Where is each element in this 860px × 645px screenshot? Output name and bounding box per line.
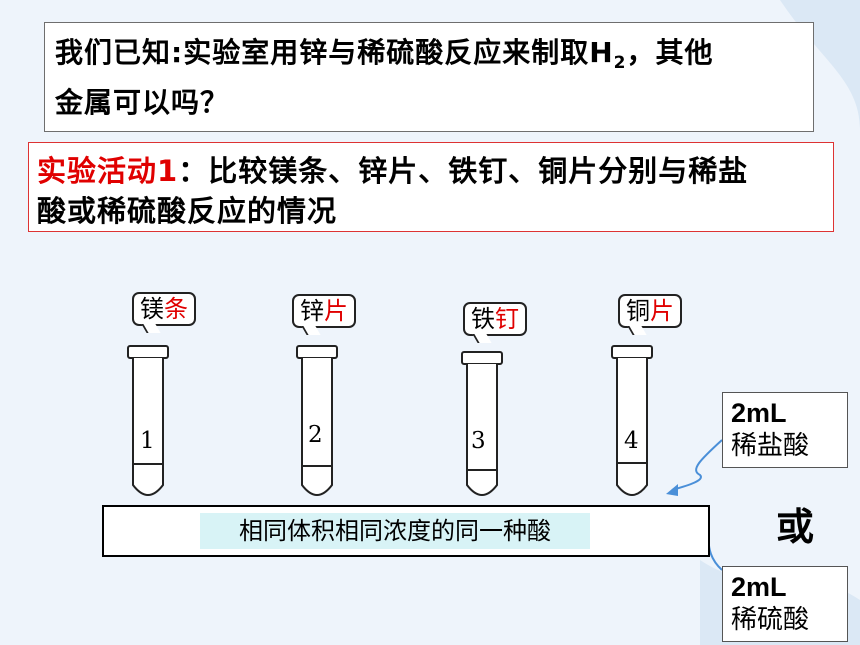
label-iron: 铁钉 (463, 302, 527, 336)
arrow-hcl-head (666, 484, 678, 496)
tube-number-4: 4 (624, 428, 639, 454)
test-tube-1 (127, 345, 169, 496)
label-copper: 铜片 (618, 294, 682, 328)
test-tube-4 (611, 345, 653, 496)
activity-box: 实验活动1：比较镁条、锌片、铁钉、铜片分别与稀盐 酸或稀硫酸反应的情况 (28, 142, 834, 232)
arrow-hcl (671, 439, 723, 491)
h2so4-box: 2mL 稀硫酸 (722, 566, 848, 642)
tube-number-3: 3 (471, 428, 486, 454)
tube-number-2: 2 (308, 422, 323, 448)
hcl-volume: 2mL (731, 398, 787, 428)
activity-title: 实验活动1 (37, 154, 179, 188)
question-line-2: 金属可以吗？ (55, 86, 230, 119)
question-line-1: 我们已知:实验室用锌与稀硫酸反应来制取H2，其他 (55, 36, 714, 73)
activity-line-2: 酸或稀硫酸反应的情况 (37, 194, 338, 228)
or-text: 或 (776, 505, 815, 549)
label-magnesium: 镁条 (132, 292, 196, 326)
test-tube-2 (296, 345, 338, 496)
question-box: 我们已知:实验室用锌与稀硫酸反应来制取H2，其他 金属可以吗？ (44, 22, 814, 132)
hcl-name: 稀盐酸 (731, 431, 810, 461)
test-tube-3 (461, 351, 503, 496)
label-zinc: 锌片 (292, 294, 356, 328)
h2so4-name: 稀硫酸 (731, 605, 810, 635)
h2so4-volume: 2mL (731, 572, 787, 602)
hcl-box: 2mL 稀盐酸 (722, 392, 848, 468)
activity-line-1: 实验活动1：比较镁条、锌片、铁钉、铜片分别与稀盐 (37, 154, 749, 188)
tube-number-1: 1 (140, 428, 155, 454)
acid-label: 相同体积相同浓度的同一种酸 (200, 513, 590, 549)
